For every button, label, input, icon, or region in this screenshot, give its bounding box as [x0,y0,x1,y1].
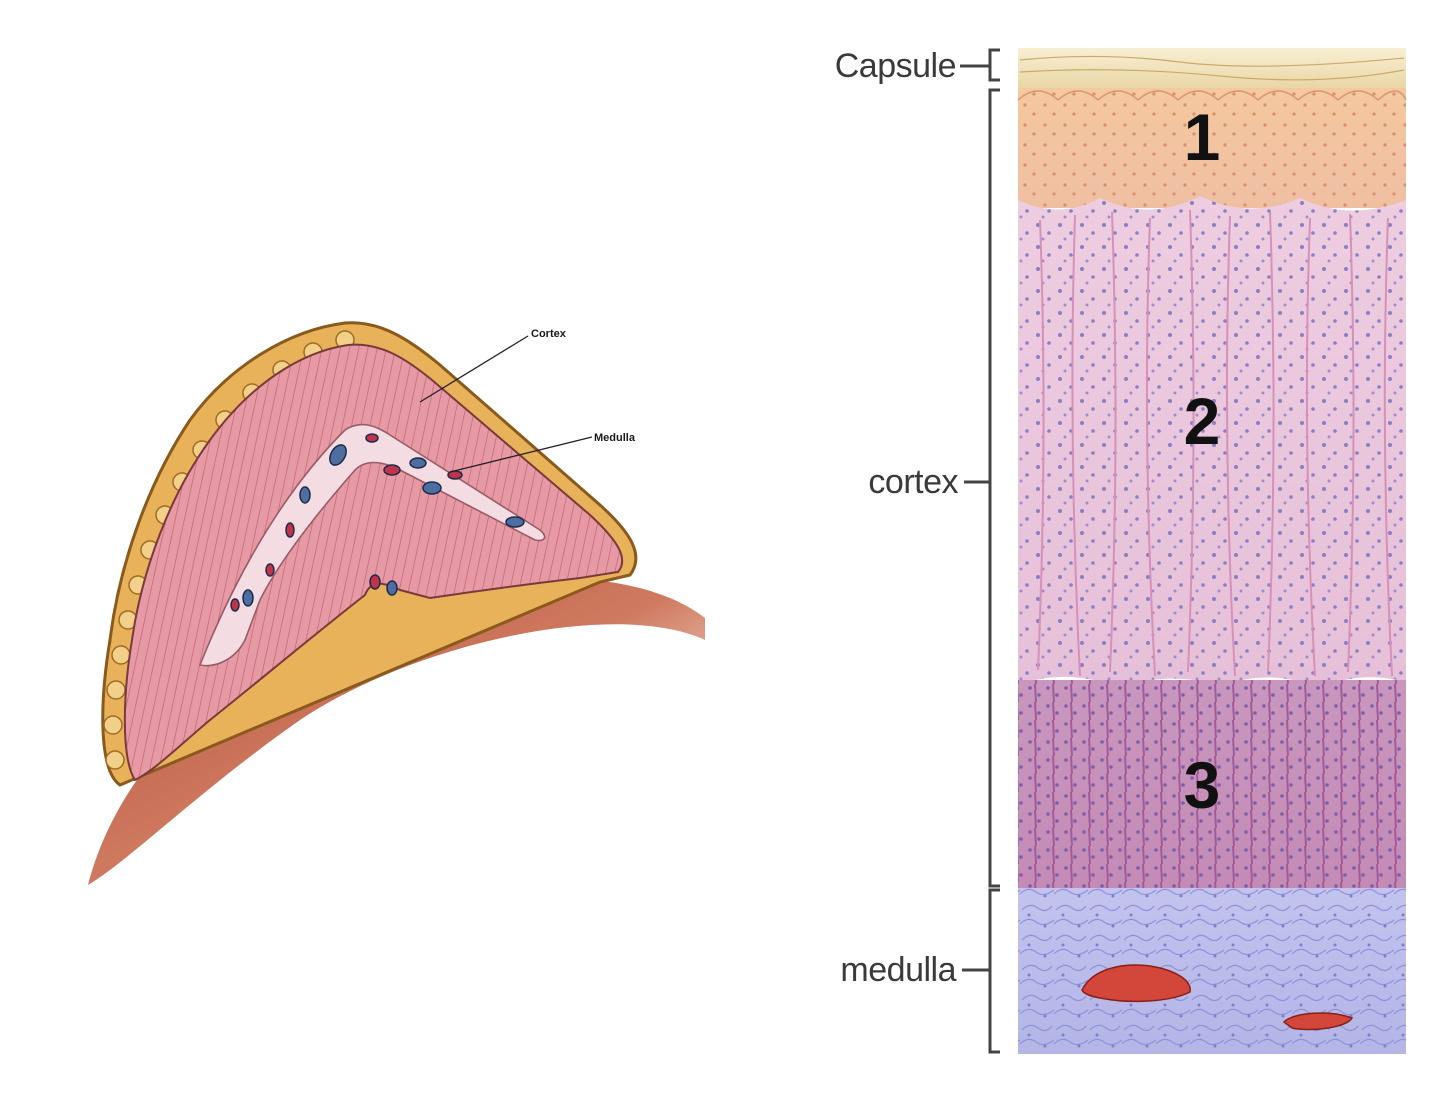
gland-cortex [123,343,624,782]
capsule-bracket [988,48,1000,82]
medulla-bracket [988,888,1000,1054]
zone-number-1: 1 [1184,100,1221,174]
medulla-leader-line [449,436,593,473]
label-capsule: Capsule [835,47,956,85]
gland-section-figure: Cortex Medulla [88,321,705,885]
zone-number-2: 2 [1184,384,1221,458]
layer-zone-1-texture [1018,88,1406,208]
left-label-medulla: Medulla [594,432,636,444]
label-medulla: medulla [840,951,956,989]
adrenal-layers-figure: 1 2 3 Capsule cortex medulla [835,47,1407,1054]
medulla-vessel-small [1282,1012,1354,1031]
zone-1-scallops [1017,90,1407,102]
layer-capsule [1018,48,1406,88]
left-label-cortex: Cortex [531,328,567,340]
cortex-leader-line [419,335,529,403]
layer-brackets [960,48,1000,1054]
zone-number-3: 3 [1184,748,1221,822]
zone-2-cords [1037,209,1393,677]
layer-zone-3-texture [1018,680,1406,888]
cortex-bracket [988,88,1000,888]
label-cortex: cortex [868,463,958,501]
medulla-vessel-large [1081,964,1191,1003]
layer-medulla-texture [1018,888,1406,1054]
capsule-fibers [1019,55,1405,81]
medulla-vessels [230,433,525,612]
gland-medulla [198,423,546,667]
